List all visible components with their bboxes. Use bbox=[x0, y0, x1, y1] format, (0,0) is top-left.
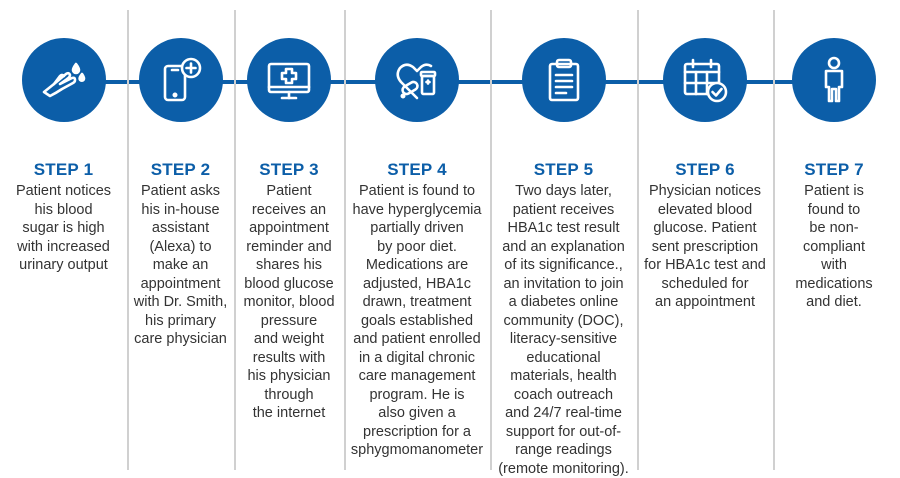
column-divider bbox=[490, 10, 492, 470]
step-description: Patient notices his blood sugar is high … bbox=[15, 183, 112, 273]
smartphone-plus-icon bbox=[138, 38, 223, 122]
step-4: STEP 4 Patient is found to have hypergly… bbox=[344, 38, 490, 460]
step-title: STEP 6 bbox=[675, 160, 735, 179]
calendar-check-icon bbox=[663, 38, 747, 122]
step-description: Patient is found to be non- compliant wi… bbox=[795, 183, 873, 310]
step-title: STEP 2 bbox=[150, 160, 211, 179]
step-description: Patient is found to have hyperglycemia p… bbox=[350, 183, 484, 458]
step-3: STEP 3 Patient receives an appointment r… bbox=[234, 38, 344, 423]
step-title: STEP 7 bbox=[804, 160, 864, 179]
step-description: Physician notices elevated blood glucose… bbox=[644, 183, 766, 310]
step-5: STEP 5 Two days later, patient receives … bbox=[490, 38, 637, 478]
monitor-medical-cross-icon bbox=[247, 38, 331, 122]
column-divider bbox=[773, 10, 775, 470]
step-title: STEP 1 bbox=[33, 160, 94, 179]
column-divider bbox=[234, 10, 236, 470]
step-2: STEP 2 Patient asks his in-house assista… bbox=[127, 38, 234, 349]
step-7: STEP 7 Patient is found to be non- compl… bbox=[773, 38, 895, 312]
step-title: STEP 4 bbox=[387, 160, 447, 179]
person-icon bbox=[792, 38, 876, 122]
column-divider bbox=[637, 10, 639, 470]
step-description: Patient asks his in-house assistant (Ale… bbox=[133, 183, 228, 347]
step-description: Two days later, patient receives HBA1c t… bbox=[498, 183, 629, 477]
step-description: Patient receives an appointment reminder… bbox=[243, 183, 335, 421]
step-1: STEP 1 Patient notices his blood sugar i… bbox=[0, 38, 127, 275]
step-title: STEP 3 bbox=[259, 160, 319, 179]
hand-blood-drop-icon bbox=[21, 38, 106, 122]
step-title: STEP 5 bbox=[533, 160, 594, 179]
step-6: STEP 6 Physician notices elevated blood … bbox=[637, 38, 773, 312]
column-divider bbox=[344, 10, 346, 470]
column-divider bbox=[127, 10, 129, 470]
heart-medication-icon bbox=[375, 38, 459, 122]
clipboard-icon bbox=[521, 38, 606, 122]
